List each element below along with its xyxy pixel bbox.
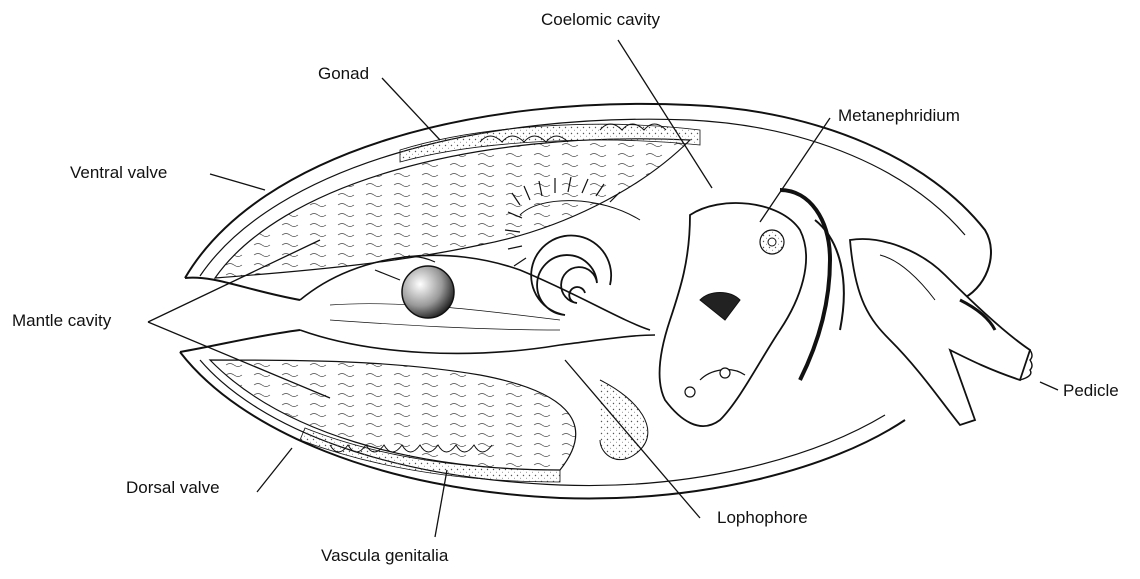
label-vascula-genitalia: Vascula genitalia xyxy=(321,546,448,566)
leader-gonad xyxy=(382,78,440,140)
leader-pedicle xyxy=(1040,382,1058,390)
leader-mantle-cavity-2 xyxy=(148,322,330,398)
label-lophophore: Lophophore xyxy=(717,508,808,528)
ball-organ xyxy=(375,256,454,318)
label-mantle-cavity: Mantle cavity xyxy=(12,311,111,331)
label-metanephridium: Metanephridium xyxy=(838,106,960,126)
label-coelomic-cavity: Coelomic cavity xyxy=(541,10,660,30)
lophophore-spiral xyxy=(531,235,611,315)
leader-ventral-valve xyxy=(210,174,265,190)
leader-metanephridium xyxy=(760,118,830,222)
metanephridium-rosette xyxy=(760,230,784,254)
label-dorsal-valve: Dorsal valve xyxy=(126,478,220,498)
label-gonad: Gonad xyxy=(318,64,369,84)
leader-mantle-cavity-1 xyxy=(148,240,320,322)
leader-vascula-genitalia xyxy=(435,470,447,537)
mantle-lower xyxy=(210,360,576,470)
mantle-upper xyxy=(215,139,690,278)
leader-dorsal-valve xyxy=(257,448,292,492)
label-pedicle: Pedicle xyxy=(1063,381,1119,401)
label-ventral-valve: Ventral valve xyxy=(70,163,167,183)
pedicle xyxy=(850,239,1032,425)
